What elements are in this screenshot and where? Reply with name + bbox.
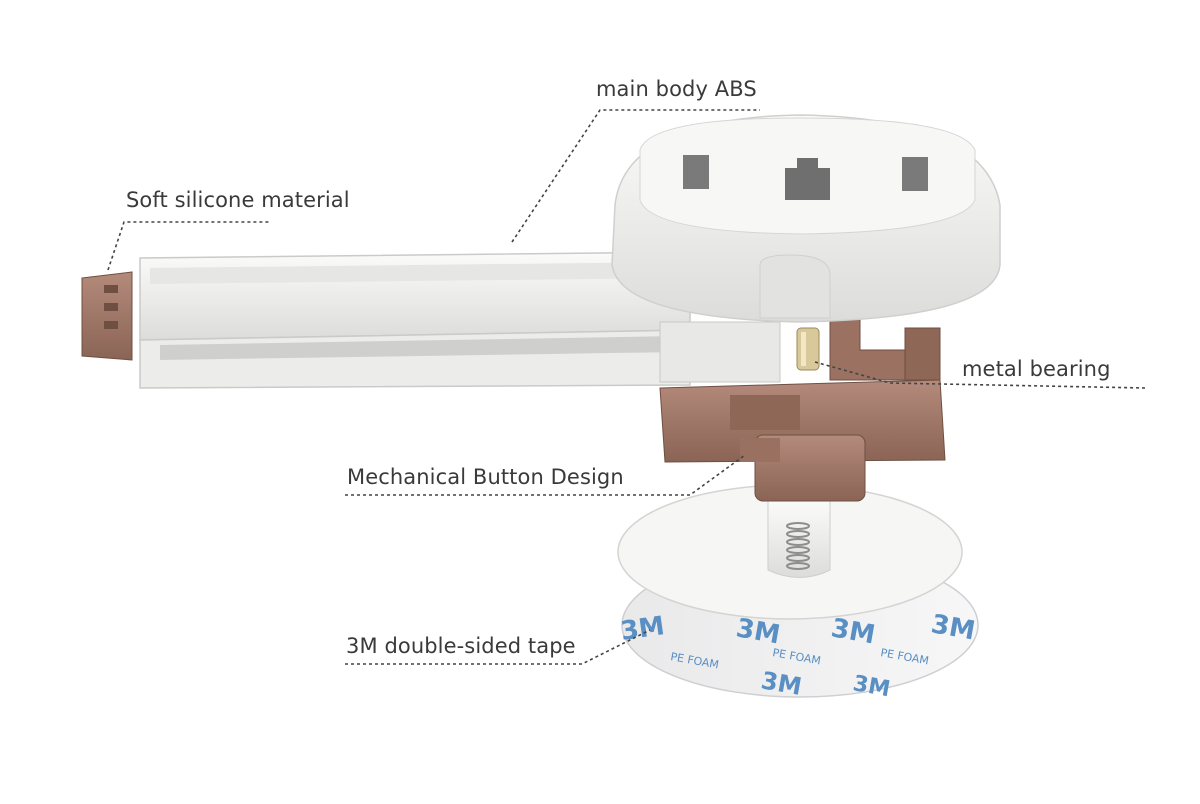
slide-arm <box>139 251 781 389</box>
main-body-abs <box>611 114 1001 323</box>
callout-soft-silicone: Soft silicone material <box>126 188 350 212</box>
leader-lines <box>107 109 1146 665</box>
leader-main-body <box>511 109 760 243</box>
leader-button <box>345 454 746 496</box>
tape-print: 3M 3M 3M 3M 3M 3M PE FOAM PE FOAM PE FOA… <box>619 609 977 702</box>
silicone-end-cap <box>81 271 133 361</box>
leader-silicone <box>107 221 270 271</box>
leader-tape <box>345 629 651 665</box>
leader-bearing <box>814 361 1146 389</box>
svg-text:3M: 3M <box>851 671 892 702</box>
svg-text:3M: 3M <box>619 611 667 647</box>
metal-bearing <box>796 327 820 371</box>
callout-metal-bearing: metal bearing <box>962 357 1111 381</box>
callout-3m-tape: 3M double-sided tape <box>346 634 576 658</box>
spring-coil <box>786 522 810 570</box>
svg-text:3M: 3M <box>759 666 804 701</box>
callout-mechanical-button: Mechanical Button Design <box>347 465 624 489</box>
callout-main-body-abs: main body ABS <box>596 77 757 101</box>
button-mechanism <box>659 317 946 502</box>
